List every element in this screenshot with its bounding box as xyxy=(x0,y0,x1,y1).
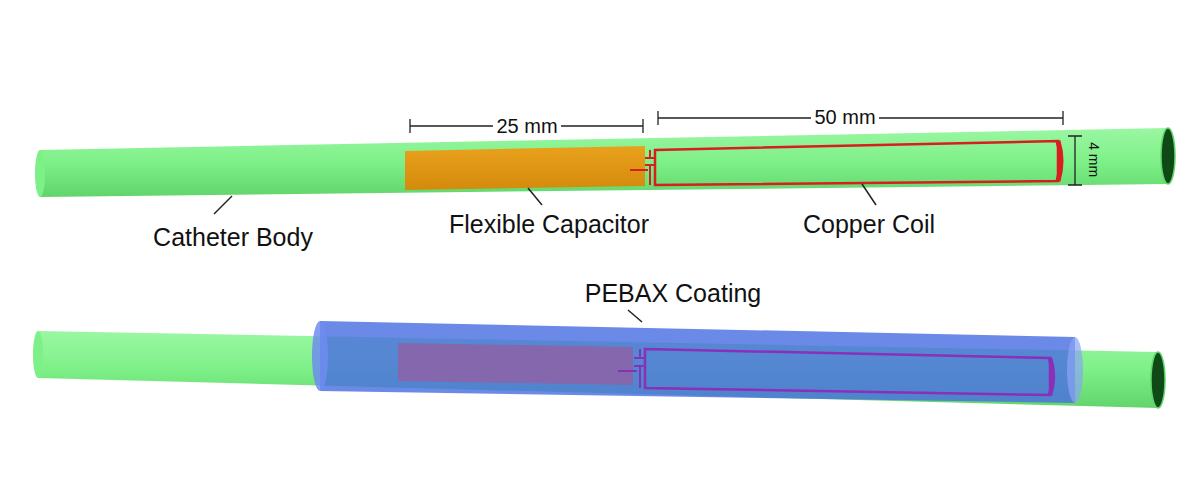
part-name: PEBAX Coating xyxy=(585,280,762,308)
catheter-bottom xyxy=(33,321,1165,408)
tube-end xyxy=(35,150,45,197)
copper-coil-end xyxy=(1050,358,1053,395)
dimension-label: 50 mm xyxy=(811,106,878,128)
copper-coil xyxy=(655,141,1058,185)
coil-lead xyxy=(630,150,655,185)
coating-end xyxy=(1067,337,1083,403)
dimension-label: 4 mm xyxy=(1085,142,1100,177)
pebax-coating xyxy=(320,321,1075,403)
copper-coil-end xyxy=(1058,141,1061,181)
copper-coil xyxy=(645,349,1050,395)
tube-end xyxy=(33,331,43,378)
coating-end xyxy=(312,321,328,391)
flexible-capacitor xyxy=(405,146,645,190)
tube-end xyxy=(1151,352,1165,408)
catheter-top xyxy=(35,128,1175,197)
catheter-body xyxy=(40,128,1168,197)
dimension-label: 25 mm xyxy=(493,115,560,137)
dimension-lines xyxy=(410,111,1082,185)
flexible-capacitor xyxy=(398,343,633,385)
part-name: Copper Coil xyxy=(803,211,935,239)
coil-lead xyxy=(618,349,645,388)
tube-end xyxy=(1161,128,1175,184)
leader-lines xyxy=(214,184,876,322)
part-name: Flexible Capacitor xyxy=(449,211,649,239)
part-name: Catheter Body xyxy=(153,224,313,252)
